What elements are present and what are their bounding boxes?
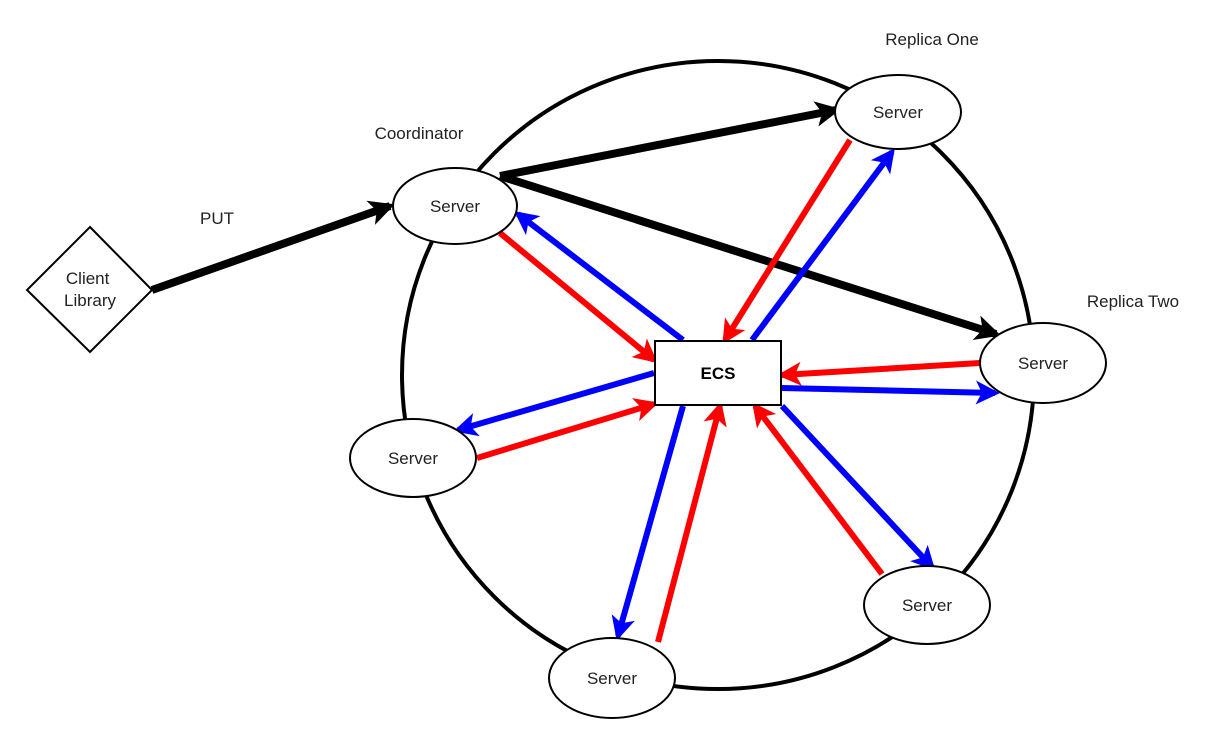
put-label: PUT	[200, 209, 234, 228]
blue-arrow-ecs-to-left-server	[453, 370, 655, 437]
red-arrow-left-server-to-ecs	[476, 398, 659, 461]
blue-arrow-ecs-to-bottom-server	[611, 405, 686, 641]
ecs-label: ECS	[701, 364, 736, 383]
blue-arrow-ecs-to-replica-two	[781, 380, 1000, 405]
red-arrow-replica-two-to-ecs	[777, 360, 981, 386]
client-library-line-1: Client	[66, 269, 110, 288]
bottom-right-server-label: Server	[902, 596, 952, 615]
client-library-node: Client Library	[25, 225, 154, 354]
bottom-server-label: Server	[587, 669, 637, 688]
replica-two-server-node: Server	[979, 322, 1107, 404]
replica-two-server-label: Server	[1018, 354, 1068, 373]
bottom-right-server-node: Server	[863, 565, 991, 645]
replica-two-label: Replica Two	[1087, 292, 1179, 311]
blue-arrow-ecs-to-bottom-right-server	[779, 403, 936, 571]
client-library-line-2: Library	[64, 291, 116, 310]
coordinator-server-node: Server	[392, 167, 518, 245]
replicate-to-replica-one-arrow	[499, 101, 842, 180]
coordinator-server-label: Server	[430, 197, 480, 216]
left-server-label: Server	[388, 449, 438, 468]
bottom-server-node: Server	[548, 637, 676, 719]
coordinator-label: Coordinator	[375, 124, 464, 143]
svg-text:Client Library: Client Library	[64, 269, 116, 310]
replica-one-label: Replica One	[885, 30, 979, 49]
left-server-node: Server	[349, 418, 477, 498]
replica-one-server-label: Server	[873, 103, 923, 122]
put-arrow	[150, 200, 395, 294]
red-arrow-bottom-right-server-to-ecs	[752, 402, 885, 576]
replicate-to-replica-two-arrow	[498, 172, 1001, 340]
red-arrow-replica-one-to-ecs	[722, 138, 853, 345]
replica-one-server-node: Server	[834, 74, 962, 150]
red-arrow-bottom-server-to-ecs	[655, 401, 727, 643]
blue-arrow-ecs-to-coordinator	[514, 211, 685, 343]
blue-arrow-ecs-to-replica-one	[749, 148, 895, 342]
red-arrow-coordinator-to-ecs	[498, 230, 658, 364]
ecs-node: ECS	[654, 340, 782, 406]
